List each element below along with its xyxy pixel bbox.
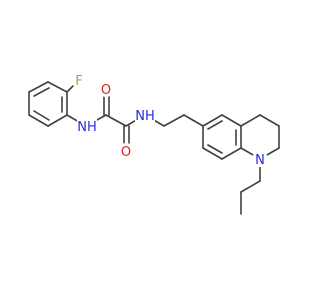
atom-amide-nh-2: NH [135, 107, 155, 124]
atom-fluorine: F [71, 72, 87, 89]
bond [47, 114, 68, 127]
bond [183, 114, 204, 127]
atom-label-o-2: O [121, 145, 131, 160]
bond [33, 110, 50, 121]
bond [47, 81, 68, 93]
bond [202, 147, 223, 160]
bond [221, 114, 242, 127]
atom-label-nh-1: NH [77, 120, 97, 135]
bond [221, 147, 242, 160]
bond [33, 87, 50, 97]
bond [259, 114, 280, 127]
atom-label-nh-2: NH [135, 109, 155, 124]
bond [105, 114, 127, 127]
atom-label-n: N [255, 153, 265, 168]
atom-oxygen-2: O [118, 143, 134, 160]
atom-ring-nitrogen: N [252, 151, 268, 168]
bond [240, 114, 261, 127]
atom-oxygen-1: O [98, 81, 114, 98]
bond-lines [28, 81, 280, 215]
bond [28, 114, 49, 127]
molecule-structure: F NH O O NH N [28, 72, 280, 215]
atom-label-o-1: O [101, 83, 111, 98]
bond [240, 180, 261, 193]
bond [207, 120, 223, 130]
atom-labels: F NH O O NH N [71, 72, 268, 168]
bond [28, 81, 49, 93]
bond [202, 114, 223, 127]
bond [207, 144, 223, 154]
bond [163, 114, 185, 127]
atom-label-f: F [75, 74, 82, 89]
atom-amide-nh-1: NH [77, 118, 97, 135]
